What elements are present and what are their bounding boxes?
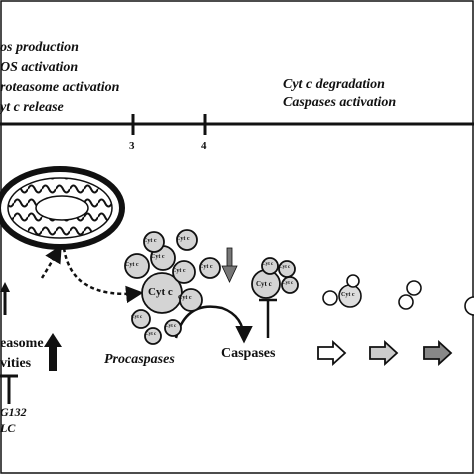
cyt-c-circle — [199, 257, 221, 279]
cyt-c-circle — [406, 280, 422, 296]
cyt-c-cluster — [398, 280, 422, 310]
cyt-c-circle — [124, 253, 150, 279]
proteasome-label: vities — [0, 356, 32, 371]
cyt-c-circle — [322, 290, 338, 306]
cyt-c-circle — [131, 309, 151, 329]
cyt-c-label: Cyt c — [176, 236, 190, 242]
cyt-c-label: Cyt c — [341, 292, 355, 298]
cyt-c-circle — [281, 276, 299, 294]
event-label: yt c release — [0, 100, 64, 115]
cyt-c-label: Cyt c — [148, 286, 173, 298]
mitochondrion-icon — [0, 166, 125, 250]
cyt-c-circle — [144, 327, 162, 345]
cyt-c-circle — [143, 231, 165, 253]
progress-arrow-icon — [317, 339, 347, 367]
timeline-tick-label: 3 — [129, 140, 135, 152]
cyt-c-label: Cyt c — [143, 238, 157, 244]
event-label: OS activation — [0, 60, 79, 75]
cyt-c-cluster — [124, 229, 221, 345]
event-label: Caspases activation — [283, 95, 397, 110]
increase-arrow-icon — [0, 282, 10, 315]
timeline-tick-label: 4 — [201, 140, 207, 152]
activation-arrow — [174, 305, 253, 344]
dotted-arrow-release — [62, 247, 144, 304]
decrease-arrow-icon — [221, 247, 238, 283]
cyt-c-label: Cyt c — [282, 281, 294, 286]
inhibition-bar-icon — [0, 374, 18, 404]
cyt-c-label: Cyt c — [131, 315, 143, 320]
inhibitor-label: G132 — [0, 405, 27, 419]
cyt-c-circle — [261, 257, 279, 275]
cyt-c-cluster — [251, 257, 299, 299]
proteasome-label: easome — [0, 336, 44, 351]
cyt-c-circle — [172, 260, 196, 284]
event-label: Cyt c degradation — [283, 77, 385, 92]
cyt-c-cluster — [322, 274, 362, 308]
event-label: os production — [0, 40, 79, 55]
dotted-arrow-up — [40, 244, 62, 279]
cyt-c-label: Cyt c — [145, 332, 157, 337]
caspases-label: Caspases — [221, 346, 276, 361]
event-label: roteasome activation — [0, 80, 120, 95]
cyt-c-label: Cyt c — [125, 262, 139, 268]
cyt-c-circle — [164, 319, 182, 337]
cyt-c-circle — [179, 288, 203, 312]
cyt-c-label: Cyt c — [279, 265, 291, 270]
progress-arrow-icon — [369, 339, 399, 367]
cyt-c-circle — [176, 229, 198, 251]
cyt-c-label: Cyt c — [178, 295, 192, 301]
cyt-c-circle — [398, 294, 414, 310]
cyt-c-label: Cyt c — [151, 254, 165, 260]
inhibitor-label: LC — [0, 421, 16, 435]
progress-arrow-icon — [423, 339, 453, 367]
cyt-c-circle — [346, 274, 360, 288]
proteasome-increase-arrow-icon — [44, 333, 62, 371]
cyt-c-label: Cyt c — [172, 268, 186, 274]
cyt-c-label: Cyt c — [262, 262, 274, 267]
caspase-inhibition-icon — [259, 298, 277, 338]
cyt-c-circle — [464, 296, 474, 316]
cyt-c-label: Cyt c — [199, 264, 213, 270]
cyt-c-label: Cyt c — [256, 280, 272, 288]
cyt-c-label: Cyt c — [165, 324, 177, 329]
procaspases-label: Procaspases — [104, 352, 175, 367]
